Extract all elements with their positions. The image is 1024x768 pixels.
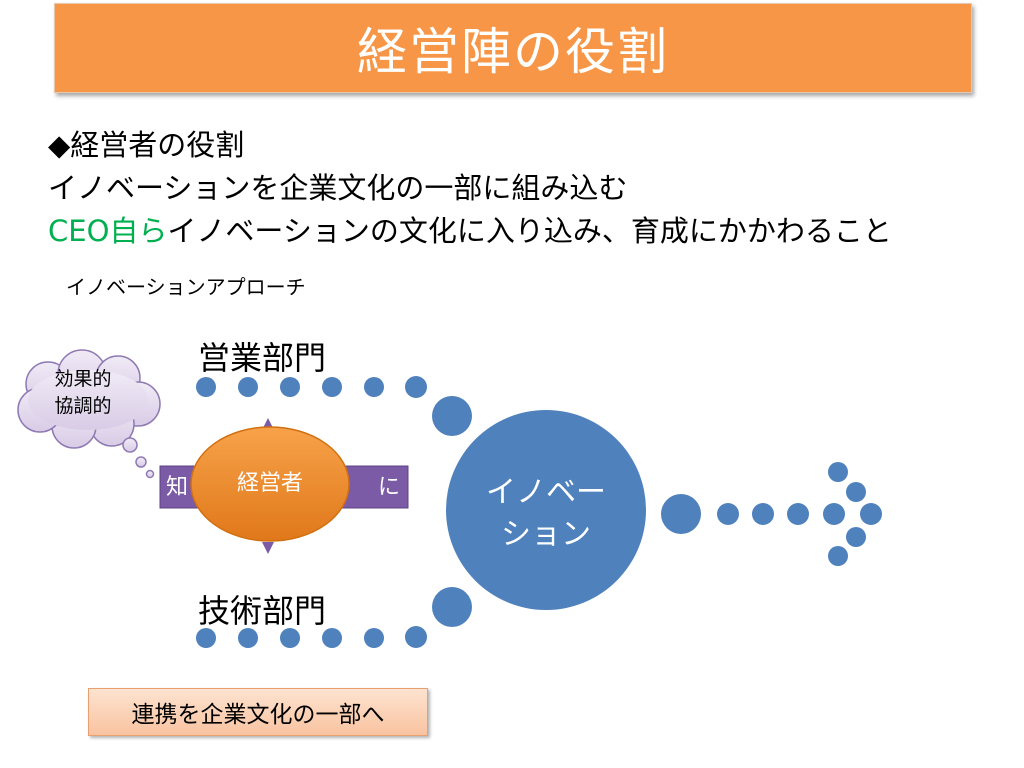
innovation-line-2: ション: [501, 517, 591, 552]
thought-cloud-icon: [17, 349, 161, 479]
innovation-label: イノベー ション: [446, 472, 646, 556]
sales-dept-label: 営業部門: [198, 339, 327, 377]
approach-label: イノベーションアプローチ: [66, 275, 306, 299]
manager-node: [190, 426, 350, 542]
cloud-text: 効果的 協調的: [28, 366, 138, 420]
ceo-highlight: CEO自ら: [48, 214, 168, 248]
tech-dot-path: [196, 587, 472, 648]
innovation-node: [446, 410, 646, 610]
body-line-3: CEO自らイノベーションの文化に入り込み、育成にかかわること: [48, 210, 892, 253]
banner-left-text: 知: [165, 475, 188, 500]
body-line-1: ◆経営者の役割: [48, 128, 245, 162]
cloud-line-1: 効果的: [54, 368, 112, 390]
innovation-line-1: イノベー: [486, 475, 606, 510]
body-text: ◆経営者の役割 イノベーションを企業文化の一部に組み込む CEO自らイノベーショ…: [48, 124, 892, 253]
banner-right-text: に: [377, 475, 400, 500]
output-dot-arrow: [661, 462, 882, 566]
tech-dept-label: 技術部門: [198, 592, 327, 630]
sales-dot-path: [196, 376, 472, 436]
callout-text: 連携を企業文化の一部へ: [131, 702, 385, 728]
slide-title: 経営陣の役割: [357, 23, 669, 81]
cloud-line-2: 協調的: [54, 395, 112, 417]
manager-label: 経営者: [236, 471, 303, 496]
callout-box: 連携を企業文化の一部へ: [88, 688, 428, 736]
title-bar: 経営陣の役割: [54, 3, 972, 93]
body-line-3-rest: イノベーションの文化に入り込み、育成にかかわること: [167, 214, 892, 248]
body-line-2: イノベーションを企業文化の一部に組み込む: [48, 171, 628, 205]
